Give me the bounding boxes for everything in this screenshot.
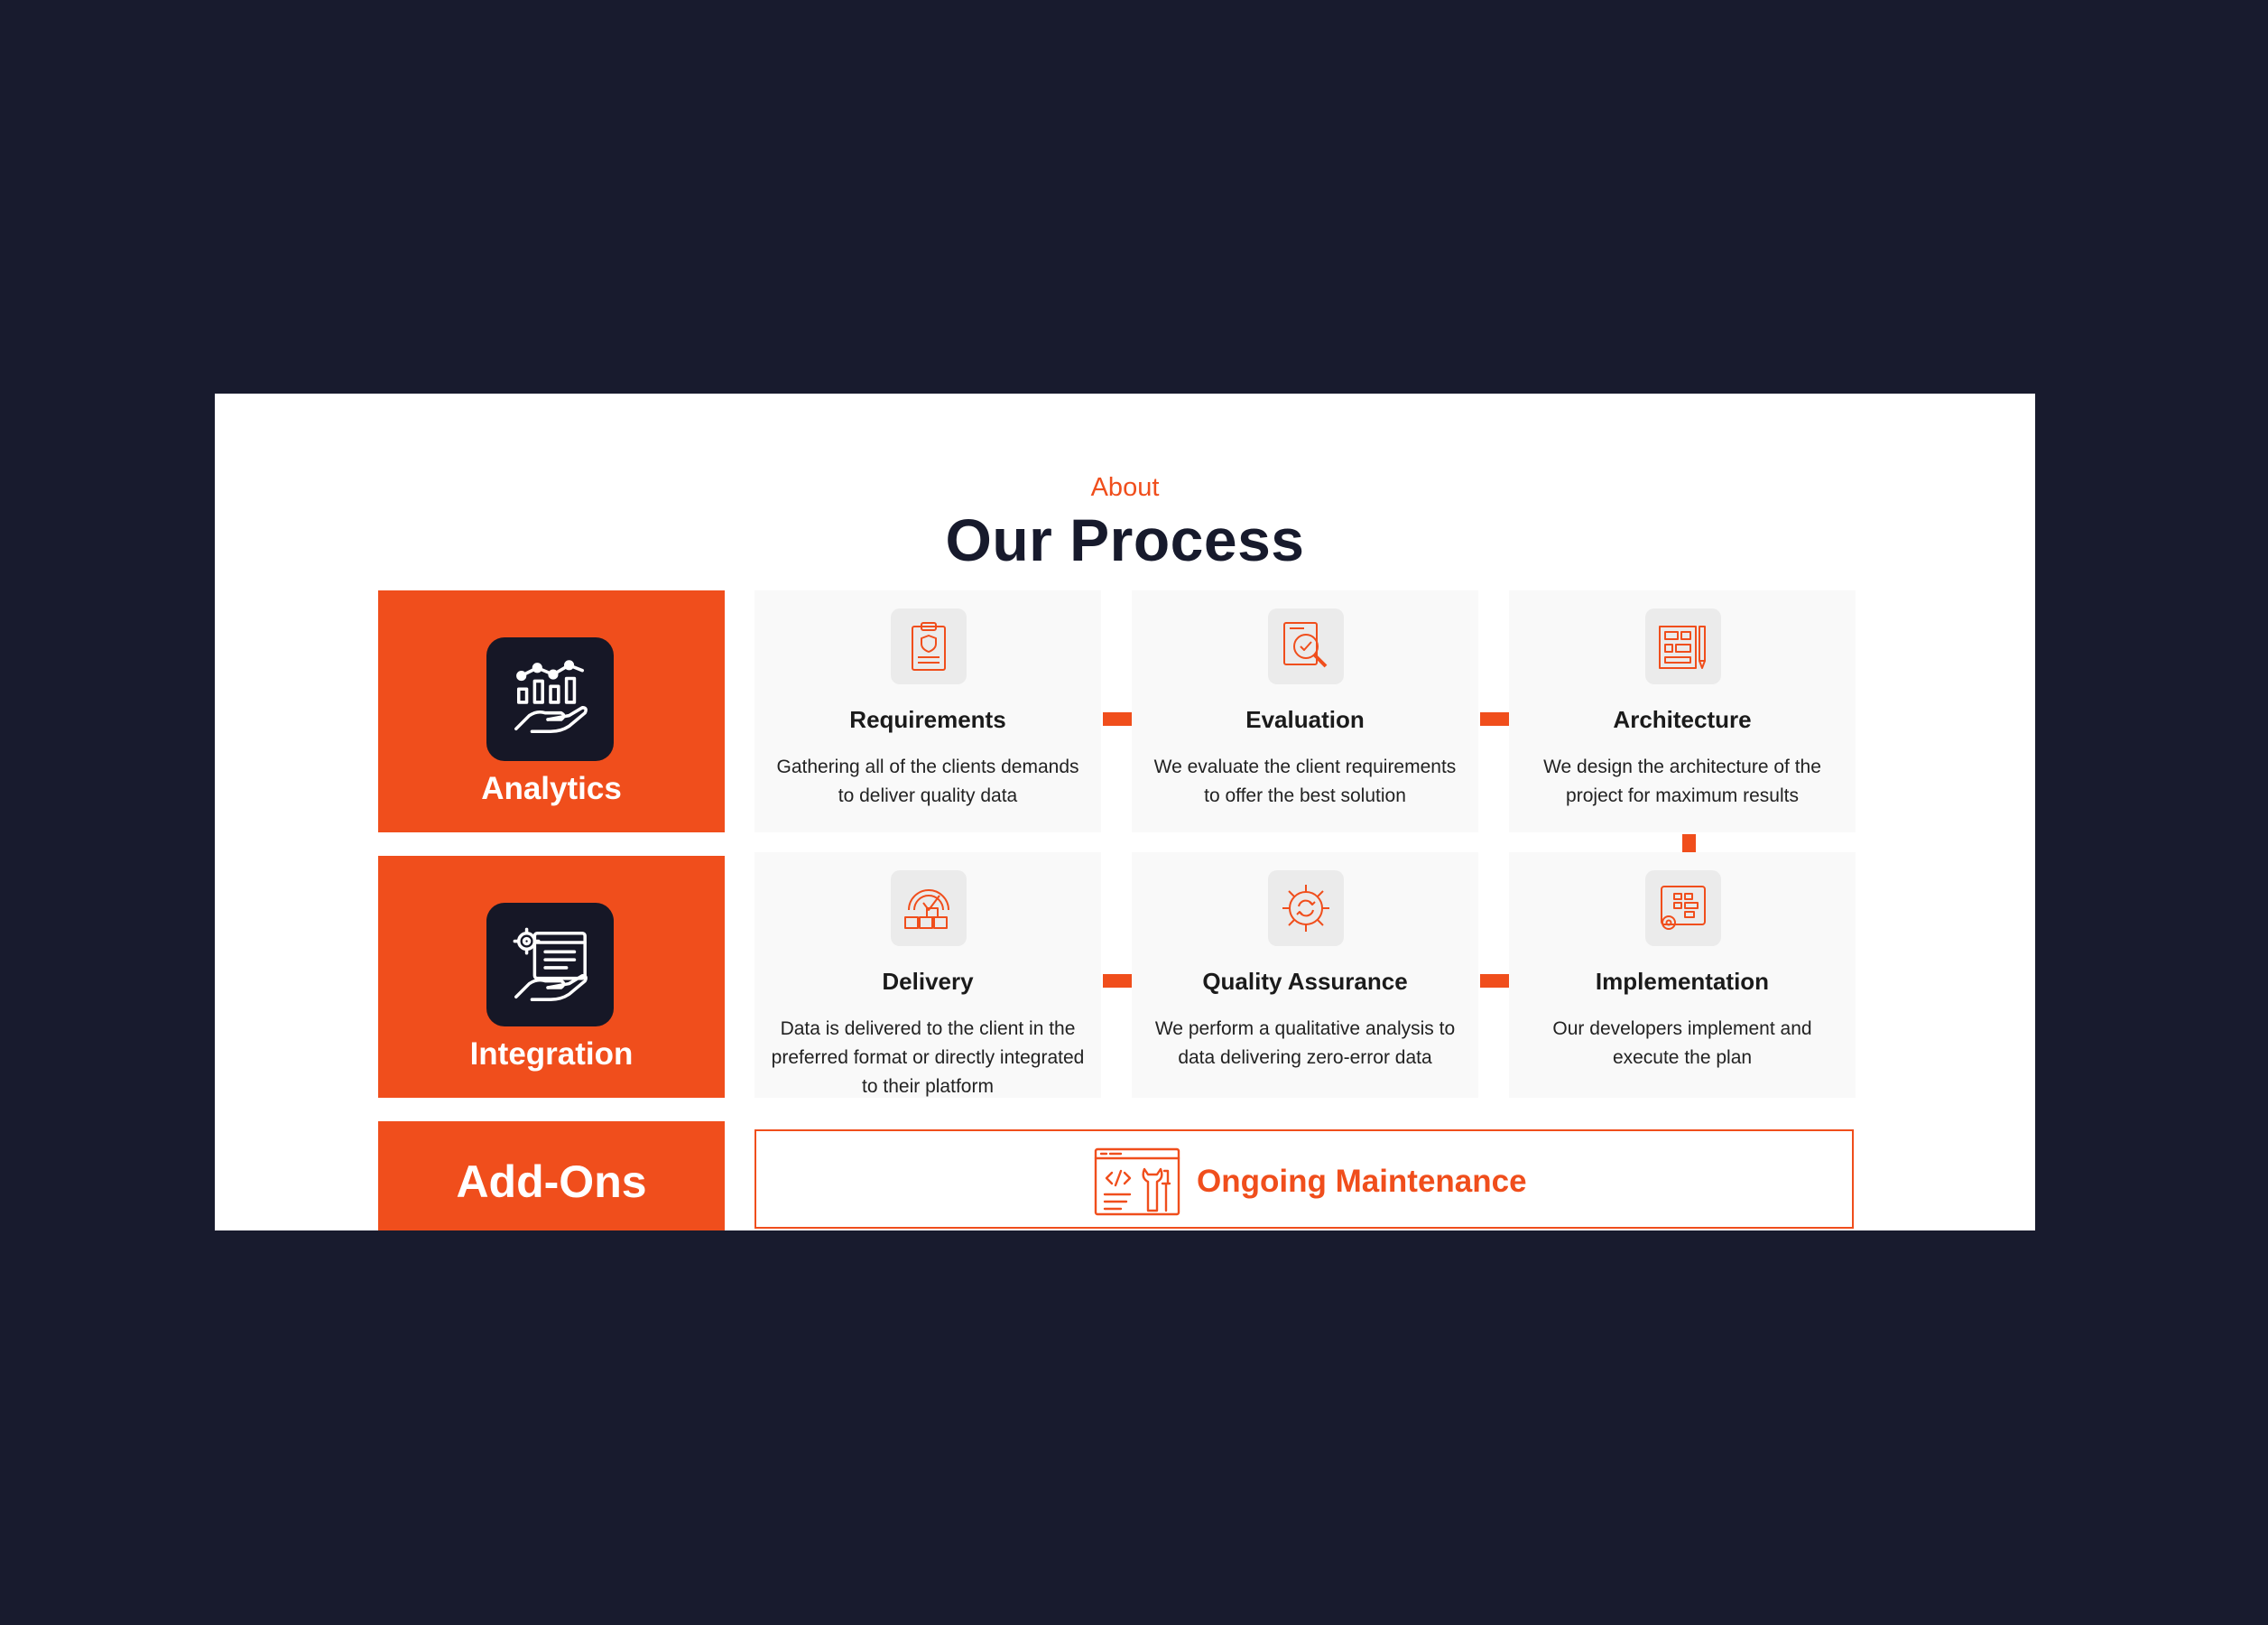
addon-label: Ongoing Maintenance bbox=[1197, 1164, 1527, 1199]
step-title: Quality Assurance bbox=[1202, 968, 1408, 995]
process-section: About Our Process Analytics bbox=[215, 394, 2035, 1230]
step-title: Delivery bbox=[882, 968, 974, 995]
category-label: Add-Ons bbox=[456, 1156, 647, 1207]
step-title: Evaluation bbox=[1245, 706, 1365, 733]
step-card-architecture: Architecture We design the architecture … bbox=[1509, 590, 1856, 832]
step-card-implementation: Implementation Our developers implement … bbox=[1509, 852, 1856, 1098]
step-card-delivery: Delivery Data is delivered to the client… bbox=[754, 852, 1101, 1098]
step-description: Data is delivered to the client in the p… bbox=[771, 1018, 1085, 1097]
step-title: Architecture bbox=[1613, 706, 1752, 733]
category-integration: Integration bbox=[378, 856, 725, 1098]
category-label: Integration bbox=[469, 1036, 634, 1072]
step-title: Requirements bbox=[849, 706, 1006, 733]
step-description: We perform a qualitative analysis to dat… bbox=[1154, 1018, 1456, 1068]
connector bbox=[1682, 834, 1696, 852]
category-label: Analytics bbox=[481, 771, 622, 806]
gear-refresh-icon bbox=[1268, 870, 1344, 946]
connector bbox=[1103, 974, 1132, 988]
step-title: Implementation bbox=[1595, 968, 1770, 995]
document-magnifier-icon bbox=[1268, 608, 1344, 684]
step-description: Gathering all of the clients demands to … bbox=[776, 757, 1079, 806]
step-card-requirements: Requirements Gathering all of the client… bbox=[754, 590, 1101, 832]
code-wrench-icon bbox=[1094, 1147, 1180, 1216]
step-description: Our developers implement and execute the… bbox=[1552, 1018, 1812, 1068]
step-card-quality-assurance: Quality Assurance We perform a qualitati… bbox=[1132, 852, 1478, 1098]
blueprint-pencil-icon bbox=[1645, 608, 1721, 684]
connector bbox=[1480, 712, 1509, 726]
section-title: Our Process bbox=[945, 506, 1305, 573]
connector bbox=[1480, 974, 1509, 988]
blueprint-gear-icon bbox=[1645, 870, 1721, 946]
addon-ongoing-maintenance[interactable]: Ongoing Maintenance bbox=[754, 1129, 1854, 1229]
clipboard-shield-icon bbox=[891, 608, 967, 684]
gauge-boxes-icon bbox=[891, 870, 967, 946]
integration-gear-icon bbox=[486, 903, 614, 1026]
category-addons: Add-Ons bbox=[378, 1121, 725, 1230]
step-description: We evaluate the client requirements to o… bbox=[1153, 757, 1457, 806]
category-analytics: Analytics bbox=[378, 590, 725, 832]
analytics-hand-icon bbox=[486, 637, 614, 761]
step-description: We design the architecture of the projec… bbox=[1543, 757, 1821, 806]
connector bbox=[1103, 712, 1132, 726]
step-card-evaluation: Evaluation We evaluate the client requir… bbox=[1132, 590, 1478, 832]
section-eyebrow: About bbox=[1090, 473, 1160, 502]
